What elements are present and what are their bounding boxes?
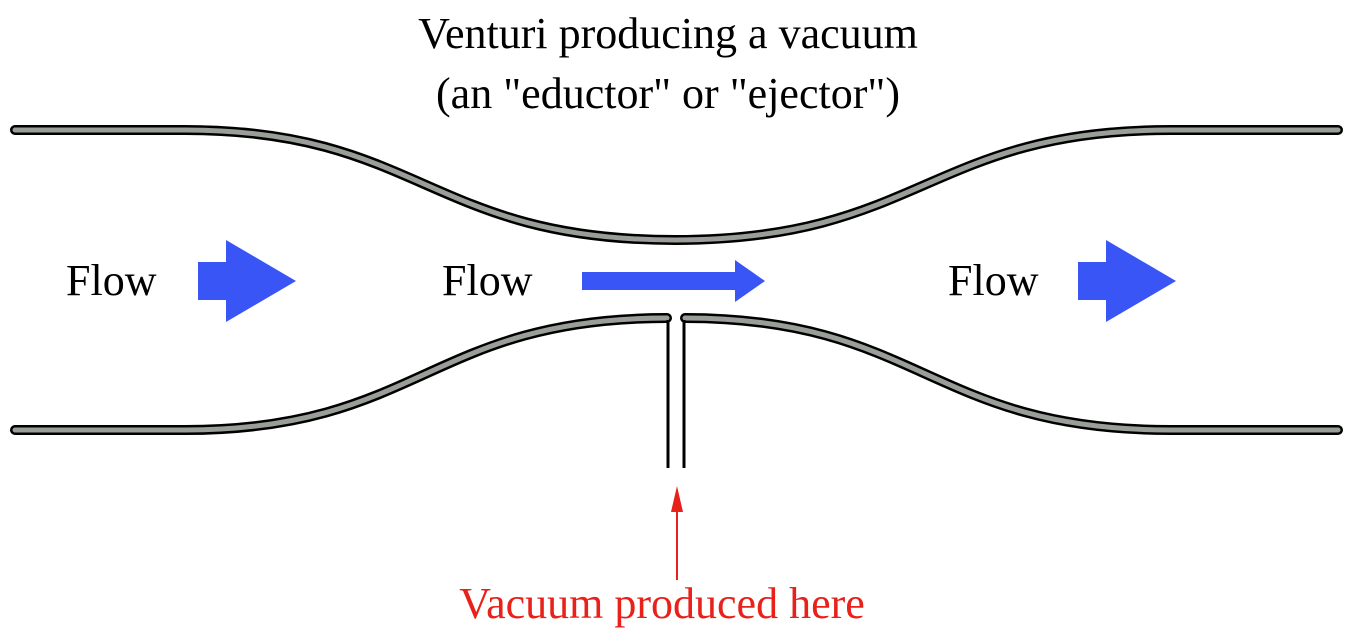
- flow-label-throat: Flow: [442, 256, 533, 305]
- flow-label-inlet: Flow: [66, 256, 157, 305]
- upper-pipe-wall: [10, 125, 1343, 246]
- flow-arrow-throat: [582, 260, 765, 302]
- vacuum-indicator-arrow: [671, 486, 683, 580]
- title-line-1: Venturi producing a vacuum: [418, 9, 918, 58]
- lower-pipe-wall-right: [680, 313, 1343, 435]
- flow-arrow-inlet: [198, 240, 296, 322]
- title-line-2: (an "eductor" or "ejector"): [436, 69, 900, 118]
- lower-pipe-wall-left: [10, 313, 672, 435]
- flow-label-outlet: Flow: [948, 256, 1039, 305]
- vacuum-port: [666, 320, 686, 468]
- vacuum-label: Vacuum produced here: [459, 579, 865, 628]
- flow-arrow-outlet: [1078, 240, 1176, 322]
